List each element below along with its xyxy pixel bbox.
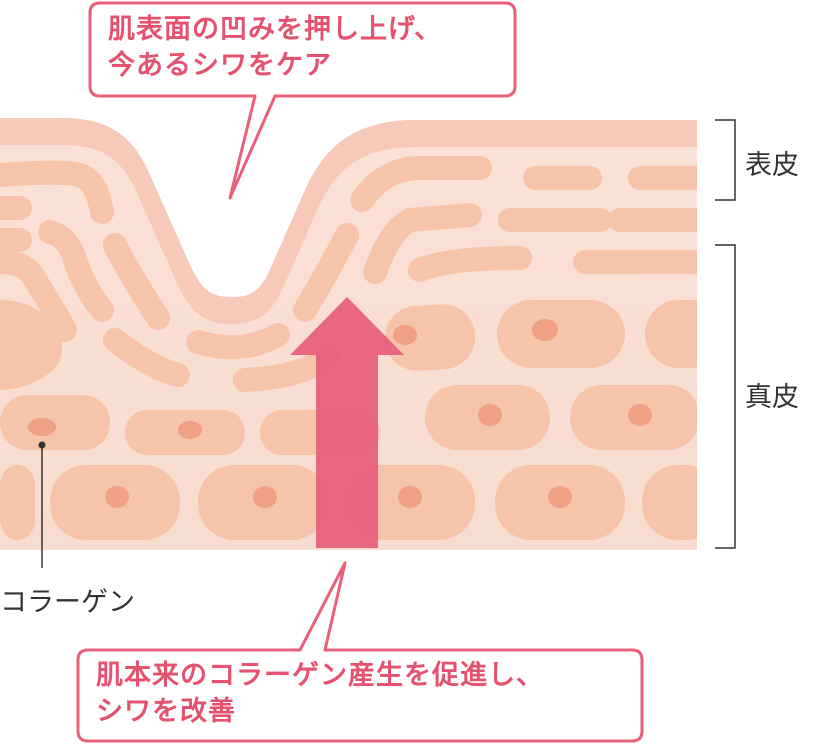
epidermis-surface-layer — [0, 118, 697, 325]
callout-bottom-line1: 肌本来のコラーゲン産生を促進し、 — [96, 660, 544, 691]
epidermis-bracket — [715, 119, 736, 201]
epidermis-label: 表皮 — [745, 150, 799, 181]
callout-bottom-text: 肌本来のコラーゲン産生を促進し、 シワを改善 — [96, 658, 544, 730]
dermis-bracket — [715, 244, 736, 549]
up-arrow — [290, 297, 404, 548]
dermis-label: 真皮 — [745, 382, 799, 413]
callout-bottom-line2: シワを改善 — [96, 696, 236, 727]
callout-bottom-bubble — [76, 561, 644, 743]
collagen-label: コラーゲン — [0, 587, 135, 618]
callout-top-bubble — [88, 1, 517, 200]
callout-top-line2: 今あるシワをケア — [108, 50, 332, 81]
callout-top-line1: 肌表面の凹みを押し上げ、 — [108, 14, 443, 45]
dermis-cells — [0, 300, 697, 540]
epidermis-cells — [0, 156, 697, 392]
callout-top-text: 肌表面の凹みを押し上げ、 今あるシワをケア — [108, 12, 442, 84]
